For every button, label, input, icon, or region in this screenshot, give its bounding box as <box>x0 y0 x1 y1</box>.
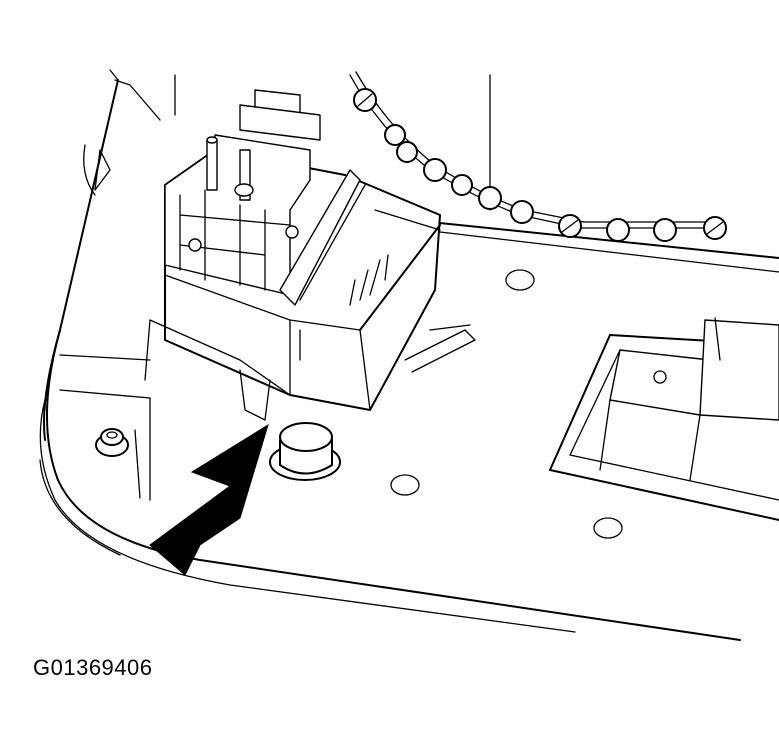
plate-holes <box>95 269 623 539</box>
connector-assembly <box>144 89 476 421</box>
arrow-pointer-icon <box>149 423 269 576</box>
figure-id-label: G01369406 <box>33 655 153 680</box>
base-plate <box>39 69 779 641</box>
wire-harness <box>349 71 727 242</box>
right-pocket <box>549 317 779 521</box>
